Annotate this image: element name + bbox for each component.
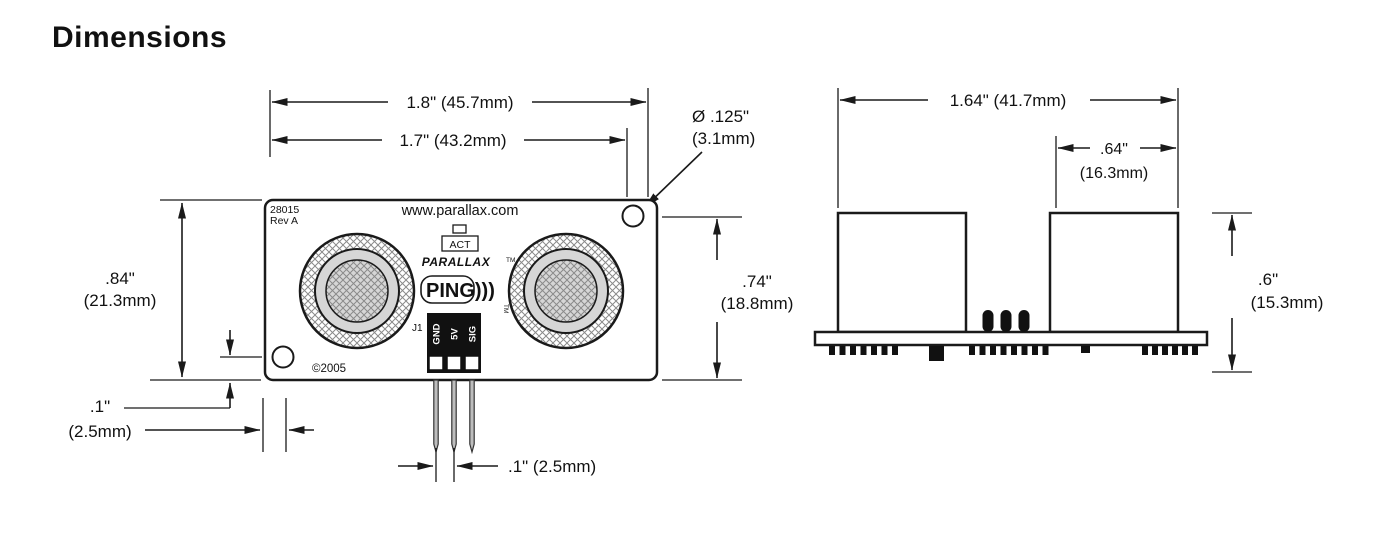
pin-header: GND 5V SIG — [427, 313, 481, 373]
pcb-edge — [813, 330, 1209, 347]
connector-label: J1 — [412, 323, 423, 334]
product-logo: PING))) TM — [420, 275, 509, 313]
brand-logo: PARALLAX — [422, 255, 491, 269]
board-website: www.parallax.com — [401, 203, 519, 219]
right-angle-header-pins — [982, 310, 1030, 332]
component-bottom — [929, 346, 944, 361]
sensor-side-view — [813, 211, 1209, 361]
dim-side-width: 1.64" (41.7mm) — [837, 88, 1179, 208]
dim-hole-offset: .1" (2.5mm) — [68, 330, 314, 452]
product-logo-text: PING))) — [426, 280, 495, 302]
dim-pin-spacing: .1" (2.5mm) — [398, 448, 596, 482]
component-bottom-small — [1081, 346, 1090, 353]
dim-side-height-label-2: (15.3mm) — [1251, 293, 1324, 312]
dim-height-left: .84" (21.3mm) — [84, 199, 262, 381]
dim-pin-spacing-label: .1" (2.5mm) — [508, 457, 596, 476]
solder-pins-right — [1142, 346, 1198, 355]
dim-side-offset-label-1: .64" — [1100, 141, 1128, 158]
board-copyright: ©2005 — [312, 363, 346, 375]
right-transducer — [507, 232, 625, 350]
dim-hole-diameter-label-2: (3.1mm) — [692, 129, 755, 148]
page-title: Dimensions — [52, 21, 227, 54]
dim-height-left-label-1: .84" — [105, 269, 135, 288]
left-transducer-can — [836, 211, 968, 334]
board-revision: Rev A — [270, 215, 298, 227]
dim-width-outer: 1.8" (45.7mm) — [269, 88, 649, 197]
brand-trademark: TM — [506, 257, 515, 264]
dim-height-right: .74" (18.8mm) — [662, 216, 794, 381]
right-transducer-can — [1048, 211, 1180, 334]
board-part-number: 28015 — [270, 204, 299, 216]
dim-hole-diameter: Ø .125" (3.1mm) — [644, 107, 755, 208]
dim-height-right-label-1: .74" — [742, 272, 772, 291]
sensor-board: 28015 Rev A www.parallax.com ACT PARALLA… — [263, 198, 659, 382]
solder-pins-middle — [969, 346, 1049, 355]
act-led: ACT — [441, 224, 479, 252]
dim-hole-offset-label-2: (2.5mm) — [68, 422, 131, 441]
mounting-hole-bottom-left — [271, 345, 295, 369]
dim-height-left-label-2: (21.3mm) — [84, 291, 157, 310]
header-pins — [433, 379, 475, 455]
dim-side-height: .6" (15.3mm) — [1212, 212, 1324, 373]
dim-width-inner: 1.7" (43.2mm) — [271, 128, 628, 197]
dim-width-inner-label: 1.7" (43.2mm) — [399, 131, 506, 150]
dim-side-offset-label-2: (16.3mm) — [1080, 165, 1148, 182]
product-trademark: TM — [502, 304, 509, 313]
dim-hole-offset-label-1: .1" — [90, 397, 110, 416]
pin-label-gnd: GND — [432, 323, 443, 344]
dim-side-width-label: 1.64" (41.7mm) — [950, 91, 1067, 110]
solder-pins-left — [829, 346, 898, 355]
mounting-hole-top-right — [621, 204, 645, 228]
dim-side-offset: .64" (16.3mm) — [1055, 136, 1177, 208]
act-label: ACT — [450, 239, 472, 251]
dim-height-right-label-2: (18.8mm) — [721, 294, 794, 313]
dim-width-outer-label: 1.8" (45.7mm) — [406, 93, 513, 112]
dim-side-height-label-1: .6" — [1258, 270, 1278, 289]
pin-label-sig: SIG — [468, 326, 479, 342]
pin-label-5v: 5V — [450, 328, 461, 340]
left-transducer — [298, 232, 416, 350]
pin-pads — [428, 355, 480, 371]
dim-hole-diameter-label-1: Ø .125" — [692, 107, 749, 126]
